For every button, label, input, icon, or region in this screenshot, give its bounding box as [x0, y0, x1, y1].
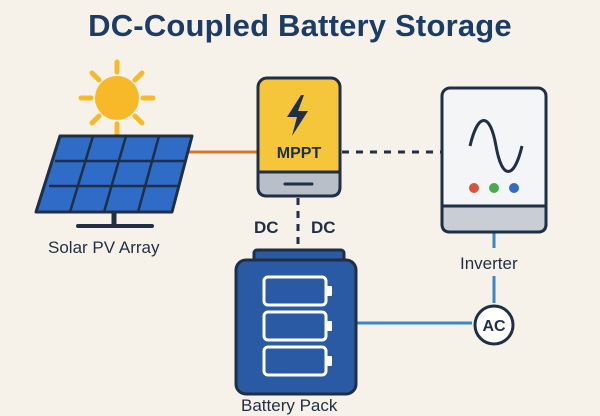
- battery-cell-icon: [262, 310, 332, 342]
- solar-pv-label: Solar PV Array: [48, 238, 160, 257]
- status-led-red: [469, 183, 479, 193]
- sun-icon: [78, 59, 156, 137]
- mppt-controller: MPPT: [256, 76, 342, 198]
- solar-panel-icon: [34, 134, 194, 228]
- sine-wave-icon: [468, 119, 524, 173]
- mppt-label: MPPT: [277, 145, 322, 162]
- battery-cell-icon: [262, 275, 332, 307]
- inverter-unit: [440, 86, 548, 234]
- battery-cell-icon: [262, 345, 332, 377]
- dc-label-left: DC: [254, 218, 279, 237]
- battery-pack-label: Battery Pack: [241, 396, 338, 415]
- lightning-icon: [287, 95, 308, 136]
- page-title: DC-Coupled Battery Storage: [88, 8, 512, 43]
- ac-node: AC: [473, 304, 515, 346]
- dc-label-right: DC: [311, 218, 336, 237]
- battery-pack: [234, 248, 358, 396]
- inverter-label: Inverter: [460, 254, 518, 273]
- status-led-blue: [509, 183, 519, 193]
- ac-label: AC: [482, 318, 506, 335]
- status-led-green: [489, 183, 499, 193]
